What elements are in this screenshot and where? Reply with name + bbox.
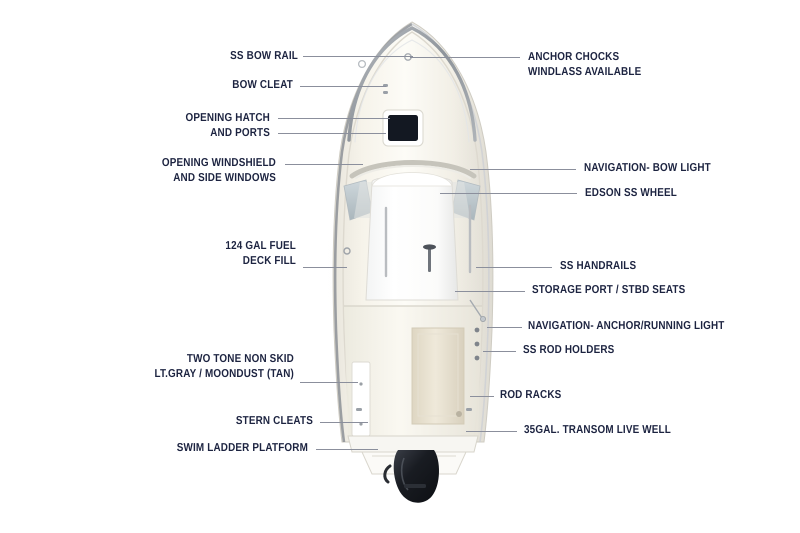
windshield-frame xyxy=(349,160,477,179)
label-anchor-chocks: ANCHOR CHOCKS WINDLASS AVAILABLE xyxy=(528,50,734,80)
label-transom-live-well-line-1: 35GAL. TRANSOM LIVE WELL xyxy=(524,424,671,436)
live-well-lip xyxy=(417,333,459,417)
cockpit-sole xyxy=(354,182,470,218)
console-windshield xyxy=(371,172,453,187)
leader-ss-handrails xyxy=(476,267,552,268)
label-anchor-chocks-line-1: ANCHOR CHOCKS xyxy=(528,51,620,63)
label-nav-anchor-running: NAVIGATION- ANCHOR/RUNNING LIGHT xyxy=(528,319,769,334)
label-anchor-chocks-line-2: WINDLASS AVAILABLE xyxy=(528,66,642,78)
motor-bracket xyxy=(383,464,392,484)
bow-cleat-2 xyxy=(383,91,388,94)
label-rod-racks: ROD RACKS xyxy=(500,388,706,403)
label-storage-port-stbd-line-1: STORAGE PORT / STBD SEATS xyxy=(532,284,686,296)
edson-ss-wheel-rim xyxy=(423,244,436,250)
label-fuel-deck-fill-line-1: 124 GAL FUEL xyxy=(225,240,296,252)
label-edson-ss-wheel: EDSON SS WHEEL xyxy=(585,186,791,201)
label-nav-anchor-running-line-1: NAVIGATION- ANCHOR/RUNNING LIGHT xyxy=(528,320,725,332)
label-bow-cleat-line-1: BOW CLEAT xyxy=(232,79,293,91)
label-ss-handrails: SS HANDRAILS xyxy=(560,259,766,274)
label-bow-cleat: BOW CLEAT xyxy=(123,78,293,93)
live-well-drain xyxy=(456,411,462,417)
fuel-deck-fill xyxy=(343,247,351,255)
ss-rod-holder-3 xyxy=(474,355,480,361)
rub-rail-stbd xyxy=(411,23,490,443)
side-window-stbd xyxy=(451,179,481,221)
label-stern-cleats-line-1: STERN CLEATS xyxy=(235,415,313,427)
label-opening-windshield: OPENING WINDSHIELD AND SIDE WINDOWS xyxy=(106,156,276,186)
leader-opening-hatch xyxy=(278,118,390,119)
navigation-running-light xyxy=(469,299,483,319)
aft-deck xyxy=(344,306,482,436)
leader-and-ports xyxy=(278,133,386,134)
stern-cleat-port xyxy=(356,408,362,411)
label-two-tone-non-skid-line-1: TWO TONE NON SKID xyxy=(186,353,294,365)
label-opening-hatch-line-1: OPENING HATCH xyxy=(185,112,270,124)
label-ss-handrails-line-1: SS HANDRAILS xyxy=(560,260,637,272)
leader-ss-rod-holders xyxy=(483,351,516,352)
edson-ss-wheel xyxy=(428,248,431,272)
rod-rack-fastener xyxy=(359,382,363,386)
leader-anchor-chocks xyxy=(410,57,520,58)
stern-cleat-stbd xyxy=(466,408,472,411)
label-nav-bow-light: NAVIGATION- BOW LIGHT xyxy=(584,161,790,176)
label-opening-hatch-line-2: AND PORTS xyxy=(210,127,270,139)
hatch-frame xyxy=(382,109,424,147)
bow-rail xyxy=(347,26,477,142)
hull-outline xyxy=(332,21,494,443)
outboard-motor xyxy=(393,450,440,503)
label-two-tone-non-skid-line-2: LT.GRAY / MOONDUST (TAN) xyxy=(154,368,294,380)
leader-transom-live-well xyxy=(466,431,517,432)
rod-rack-port xyxy=(351,361,371,437)
label-fuel-deck-fill: 124 GAL FUEL DECK FILL xyxy=(126,239,296,269)
center-console xyxy=(365,175,459,301)
windshield-highlight xyxy=(355,165,471,179)
transom-live-well xyxy=(411,327,465,425)
label-ss-bow-rail-line-1: SS BOW RAIL xyxy=(230,50,298,62)
ss-rod-holder-1 xyxy=(474,327,480,333)
leader-nav-bow-light xyxy=(470,169,576,170)
label-two-tone-non-skid: TWO TONE NON SKID LT.GRAY / MOONDUST (TA… xyxy=(107,352,294,382)
label-transom-live-well: 35GAL. TRANSOM LIVE WELL xyxy=(524,423,748,438)
leader-stern-cleats xyxy=(320,422,368,423)
anchor-chock-2 xyxy=(357,59,367,69)
label-ss-bow-rail: SS BOW RAIL xyxy=(128,49,298,64)
leader-swim-ladder xyxy=(316,449,378,450)
label-swim-ladder-line-1: SWIM LADDER PLATFORM xyxy=(176,442,308,454)
swim-ladder-platform xyxy=(361,451,467,475)
opening-hatch xyxy=(388,115,418,141)
leader-two-tone-non-skid xyxy=(300,382,358,383)
leader-storage-port-stbd xyxy=(455,291,525,292)
ss-rod-holder-2 xyxy=(474,341,480,347)
label-opening-windshield-line-2: AND SIDE WINDOWS xyxy=(173,172,276,184)
label-storage-port-stbd: STORAGE PORT / STBD SEATS xyxy=(532,283,756,298)
label-swim-ladder: SWIM LADDER PLATFORM xyxy=(138,441,308,456)
leader-bow-cleat xyxy=(300,86,386,87)
label-rod-racks-line-1: ROD RACKS xyxy=(500,389,562,401)
navigation-anchor-light xyxy=(479,315,486,322)
leader-opening-windshield xyxy=(285,164,363,165)
leader-ss-bow-rail xyxy=(303,56,413,57)
motor-badge xyxy=(404,484,426,488)
label-ss-rod-holders: SS ROD HOLDERS xyxy=(523,343,729,358)
gunwale-line xyxy=(342,31,484,439)
label-ss-rod-holders-line-1: SS ROD HOLDERS xyxy=(523,344,615,356)
boat-shadow xyxy=(316,30,508,510)
label-opening-windshield-line-1: OPENING WINDSHIELD xyxy=(161,157,276,169)
label-edson-ss-wheel-line-1: EDSON SS WHEEL xyxy=(585,187,677,199)
leader-rod-racks xyxy=(470,396,494,397)
label-stern-cleats: STERN CLEATS xyxy=(143,414,313,429)
label-opening-hatch: OPENING HATCH AND PORTS xyxy=(100,111,270,141)
side-window-port xyxy=(343,179,373,221)
leader-fuel-deck-fill xyxy=(303,267,347,268)
leader-nav-anchor-running xyxy=(487,327,522,328)
label-fuel-deck-fill-line-2: DECK FILL xyxy=(242,255,296,267)
label-nav-bow-light-line-1: NAVIGATION- BOW LIGHT xyxy=(584,162,711,174)
leader-edson-ss-wheel xyxy=(440,193,577,194)
motor-highlight xyxy=(400,457,409,491)
